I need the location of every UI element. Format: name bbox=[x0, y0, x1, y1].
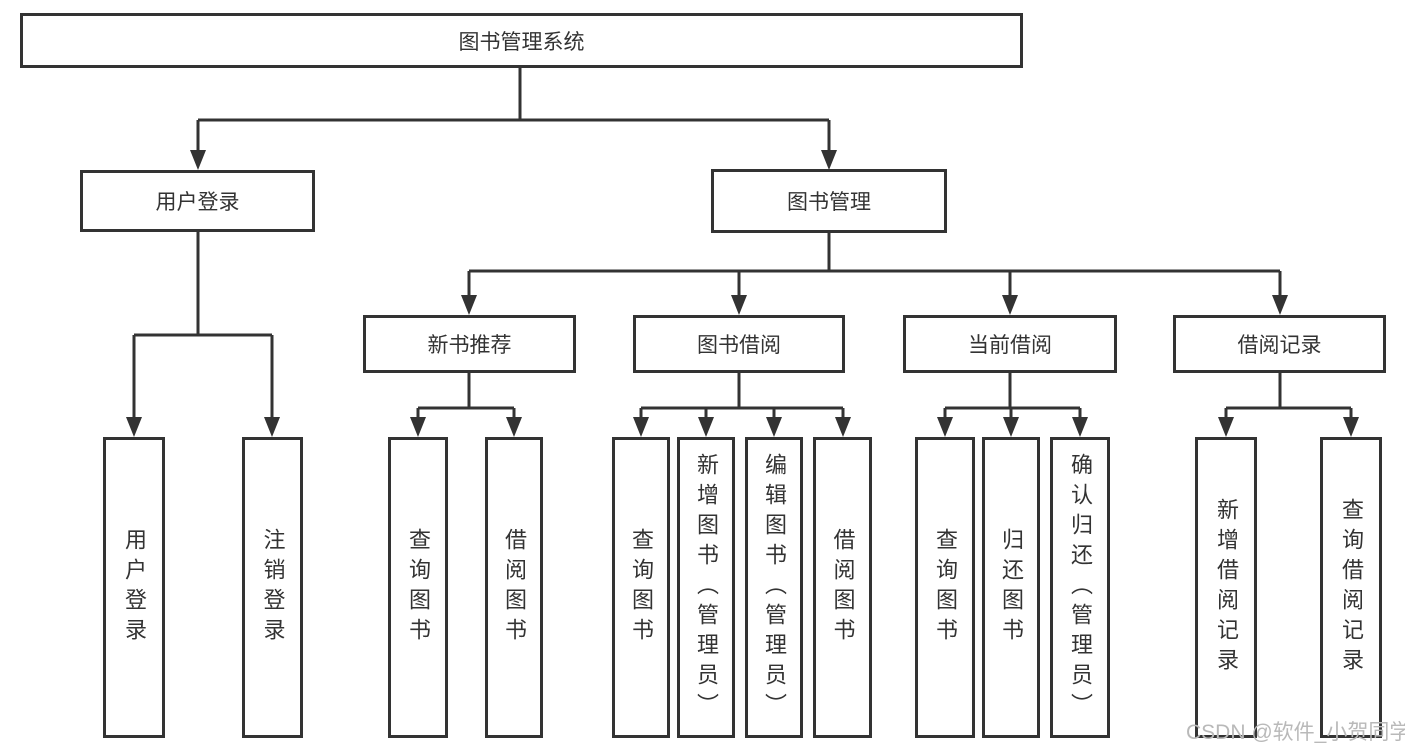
arrow-down-icon bbox=[1002, 295, 1018, 315]
node-user-login-action: 用户登录 bbox=[103, 437, 165, 738]
node-label: 借阅图书 bbox=[502, 527, 527, 648]
node-current-borrowing: 当前借阅 bbox=[903, 315, 1117, 373]
node-label: 新增图书（管理员） bbox=[694, 452, 719, 723]
arrow-down-icon bbox=[1343, 417, 1359, 437]
node-add-borrowing-record: 新增借阅记录 bbox=[1195, 437, 1257, 738]
node-add-books-admin: 新增图书（管理员） bbox=[677, 437, 735, 738]
node-book-management: 图书管理 bbox=[711, 169, 947, 233]
node-label: 确认归还（管理员） bbox=[1068, 452, 1093, 723]
arrow-down-icon bbox=[1003, 417, 1019, 437]
arrow-down-icon bbox=[698, 417, 714, 437]
node-label: 查询图书 bbox=[933, 527, 958, 648]
node-confirm-return-admin: 确认归还（管理员） bbox=[1050, 437, 1110, 738]
arrow-down-icon bbox=[1272, 295, 1288, 315]
node-label: 当前借阅 bbox=[968, 334, 1052, 357]
node-label: 新增借阅记录 bbox=[1214, 497, 1239, 678]
node-query-books-recommend: 查询图书 bbox=[388, 437, 448, 738]
arrow-down-icon bbox=[410, 417, 426, 437]
node-logout-action: 注销登录 bbox=[242, 437, 303, 738]
node-label: 用户登录 bbox=[155, 191, 240, 214]
node-borrowing-records: 借阅记录 bbox=[1173, 315, 1386, 373]
node-user-login: 用户登录 bbox=[80, 170, 315, 232]
arrow-down-icon bbox=[633, 417, 649, 437]
node-borrow-books-recommend: 借阅图书 bbox=[485, 437, 543, 738]
node-label: 借阅图书 bbox=[830, 527, 856, 648]
node-book-borrowing: 图书借阅 bbox=[633, 315, 845, 373]
node-label: 图书借阅 bbox=[697, 334, 781, 357]
node-edit-books-admin: 编辑图书（管理员） bbox=[745, 437, 803, 738]
arrow-down-icon bbox=[821, 150, 837, 170]
arrow-down-icon bbox=[126, 417, 142, 437]
node-label: 用户登录 bbox=[122, 527, 147, 648]
node-query-borrowing-record: 查询借阅记录 bbox=[1320, 437, 1382, 738]
node-label: 图书管理系统 bbox=[458, 30, 585, 54]
node-label: 借阅记录 bbox=[1237, 334, 1322, 357]
arrow-down-icons bbox=[126, 150, 1359, 437]
node-label: 查询图书 bbox=[406, 527, 431, 648]
arrow-down-icon bbox=[766, 417, 782, 437]
node-return-books: 归还图书 bbox=[982, 437, 1040, 738]
node-library-management-system: 图书管理系统 bbox=[20, 13, 1023, 68]
node-borrow-books-borrowing: 借阅图书 bbox=[813, 437, 872, 738]
node-label: 编辑图书（管理员） bbox=[762, 452, 787, 723]
arrow-down-icon bbox=[506, 417, 522, 437]
node-query-books-current: 查询图书 bbox=[915, 437, 975, 738]
arrow-down-icon bbox=[1072, 417, 1088, 437]
arrow-down-icon bbox=[937, 417, 953, 437]
tree-edges bbox=[132, 68, 1353, 421]
node-label: 图书管理 bbox=[787, 191, 871, 214]
watermark-text: CSDN @软件_小贺同学 bbox=[1186, 721, 1405, 744]
arrow-down-icon bbox=[731, 295, 747, 315]
node-label: 归还图书 bbox=[999, 527, 1024, 648]
node-label: 查询图书 bbox=[629, 527, 654, 648]
arrow-down-icon bbox=[461, 295, 477, 315]
arrow-down-icon bbox=[264, 417, 280, 437]
node-label: 新书推荐 bbox=[427, 334, 512, 357]
node-label: 查询借阅记录 bbox=[1339, 497, 1364, 678]
node-label: 注销登录 bbox=[260, 527, 286, 648]
node-new-book-recommendation: 新书推荐 bbox=[363, 315, 576, 373]
arrow-down-icon bbox=[835, 417, 851, 437]
arrow-down-icon bbox=[1218, 417, 1234, 437]
arrow-down-icon bbox=[190, 150, 206, 170]
node-query-books-borrowing: 查询图书 bbox=[612, 437, 670, 738]
